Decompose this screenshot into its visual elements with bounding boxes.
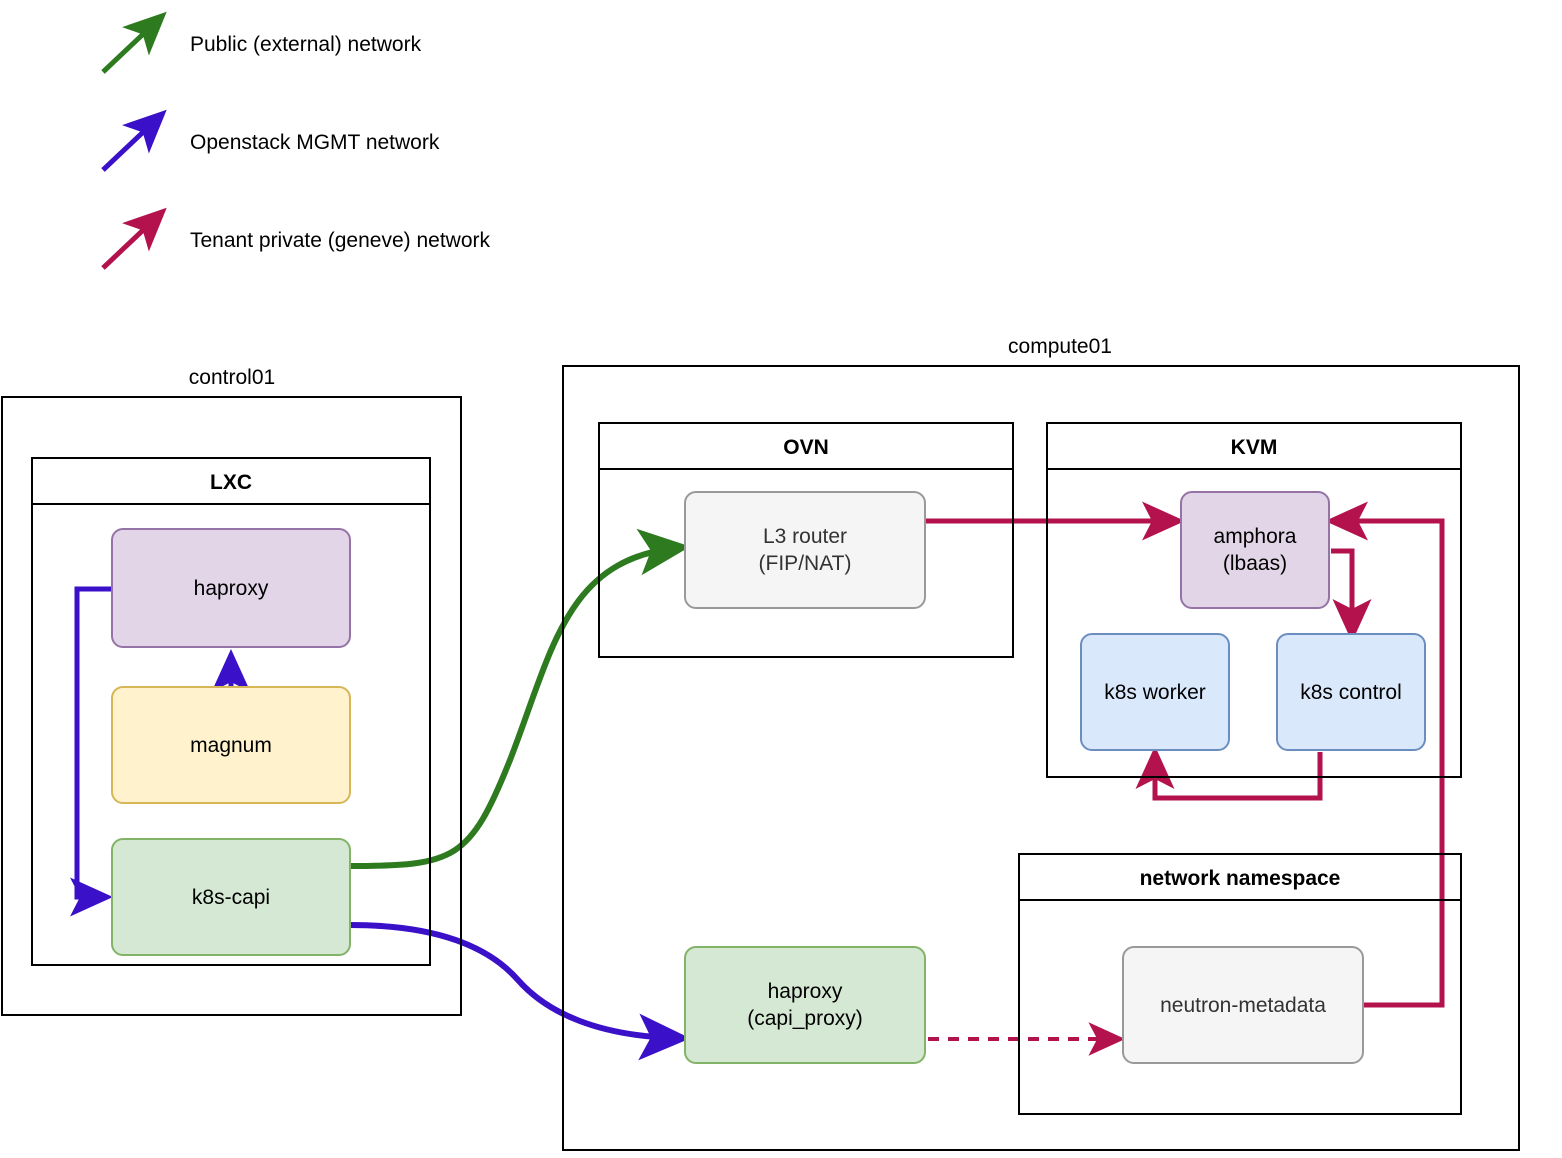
legend-label-public: Public (external) network: [190, 33, 422, 56]
group-container-lxc: LXC: [31, 457, 431, 966]
legend-arrow-tenant: [101, 207, 167, 270]
group-container-netns: network namespace: [1018, 853, 1462, 1115]
node-amphora[interactable]: amphora (lbaas): [1180, 491, 1330, 609]
legend-arrow-mgmt: [101, 109, 167, 172]
node-k8s-capi[interactable]: k8s-capi: [111, 838, 351, 956]
group-divider-lxc: [33, 503, 429, 505]
node-neutron-metadata[interactable]: neutron-metadata: [1122, 946, 1364, 1064]
group-divider-ovn: [600, 468, 1012, 470]
group-title-kvm: KVM: [1230, 436, 1278, 459]
group-container-kvm: KVM: [1046, 422, 1462, 778]
legend-arrow-public: [101, 11, 167, 74]
host-label-control01: control01: [188, 366, 276, 389]
legend-label-mgmt: Openstack MGMT network: [190, 131, 440, 154]
group-title-ovn: OVN: [783, 436, 829, 459]
node-l3-router[interactable]: L3 router (FIP/NAT): [684, 491, 926, 609]
node-capi-proxy[interactable]: haproxy (capi_proxy): [684, 946, 926, 1064]
group-divider-netns: [1020, 899, 1460, 901]
group-container-ovn: OVN: [598, 422, 1014, 658]
node-k8s-worker[interactable]: k8s worker: [1080, 633, 1230, 751]
node-magnum[interactable]: magnum: [111, 686, 351, 804]
legend-label-tenant: Tenant private (geneve) network: [190, 229, 490, 252]
group-divider-kvm: [1048, 468, 1460, 470]
node-k8s-control[interactable]: k8s control: [1276, 633, 1426, 751]
host-label-compute01: compute01: [1008, 335, 1112, 358]
group-title-netns: network namespace: [1139, 867, 1341, 890]
node-haproxy[interactable]: haproxy: [111, 528, 351, 648]
group-title-lxc: LXC: [210, 471, 252, 494]
host-container-control01: [1, 396, 462, 1016]
host-container-compute01: [562, 365, 1520, 1151]
